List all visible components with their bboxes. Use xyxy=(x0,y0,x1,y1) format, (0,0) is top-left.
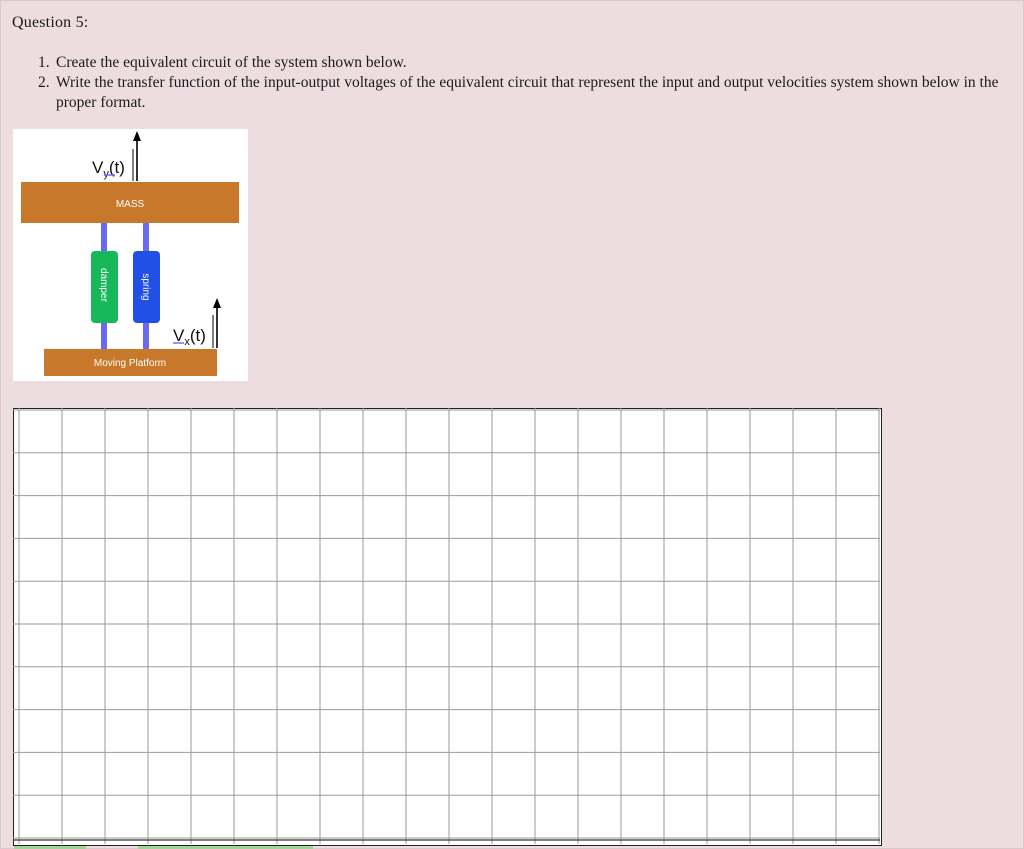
instruction-text: Create the equivalent circuit of the sys… xyxy=(56,54,407,71)
instruction-number: 2. xyxy=(38,74,50,91)
bottom-strip xyxy=(14,846,86,849)
question-title: Question 5: xyxy=(12,14,89,31)
bottom-strip xyxy=(138,846,313,849)
instruction-item-2: 2. Write the transfer function of the in… xyxy=(38,73,1022,113)
spring-top-rod xyxy=(143,223,149,253)
system-figure: Vy(t) MASS damper spring Vx(t) Moving xyxy=(13,129,248,381)
spring-bottom-rod xyxy=(143,322,149,350)
vy-arrow-head xyxy=(133,131,141,141)
damper-label: damper xyxy=(98,268,109,303)
answer-grid-lines xyxy=(13,408,882,846)
instruction-number: 1. xyxy=(38,54,50,71)
moving-platform xyxy=(44,349,217,376)
mass-block xyxy=(21,182,239,223)
damper-top-rod xyxy=(101,223,107,253)
mass-spring-damper-diagram: Vy(t) MASS damper spring Vx(t) Moving xyxy=(21,131,239,376)
vy-label: Vy(t) xyxy=(92,158,125,180)
platform-label: Moving Platform xyxy=(94,358,166,369)
grid-border xyxy=(13,408,882,846)
vx-label: Vx(t) xyxy=(173,326,206,348)
damper-bottom-rod xyxy=(101,322,107,350)
vx-arrow-head xyxy=(213,298,221,308)
instruction-list: 1. Create the equivalent circuit of the … xyxy=(38,53,1022,113)
spring-element xyxy=(133,251,160,323)
instruction-text: Write the transfer function of the input… xyxy=(56,74,999,111)
instruction-item-1: 1. Create the equivalent circuit of the … xyxy=(38,53,1022,73)
damper-element xyxy=(91,251,118,323)
spring-label: spring xyxy=(140,273,151,300)
mass-label: MASS xyxy=(116,199,145,210)
answer-grid[interactable] xyxy=(13,408,882,846)
